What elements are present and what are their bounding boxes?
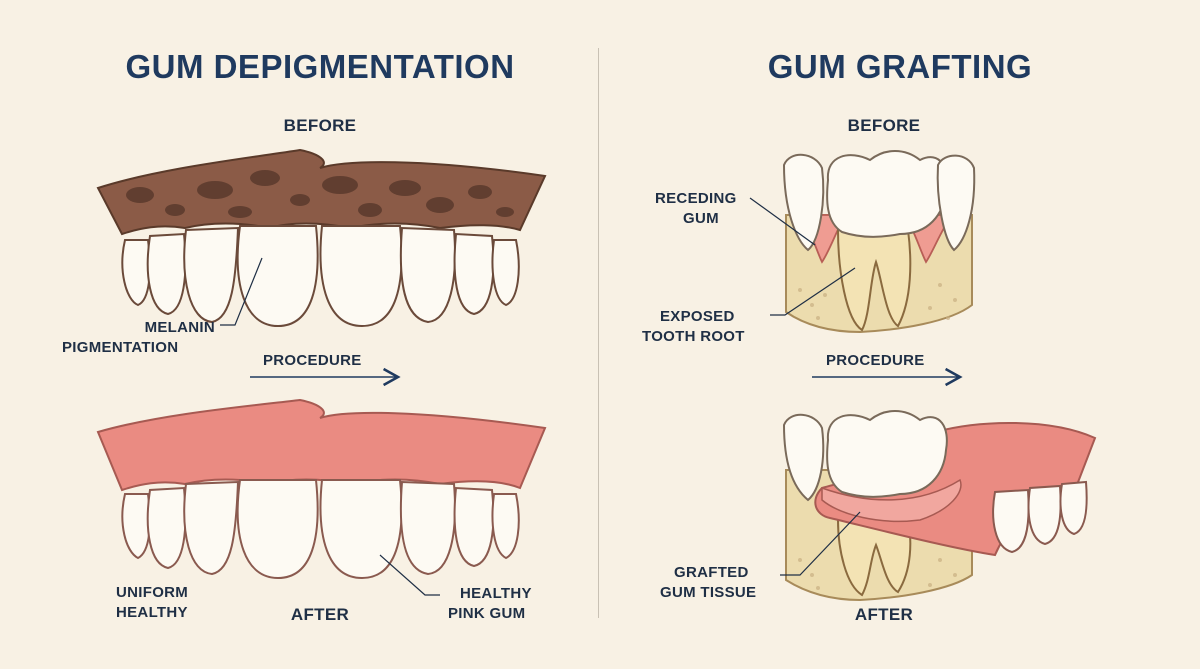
healthy-line2: PINK GUM bbox=[448, 605, 526, 622]
healthy-pink-gum bbox=[96, 398, 547, 492]
melanin-pointer-line bbox=[220, 257, 263, 326]
right-procedure-label: PROCEDURE bbox=[826, 352, 925, 369]
healthy-pink-gum-annotation: HEALTHY PINK GUM bbox=[448, 584, 568, 624]
exposed-root-pointer-line bbox=[770, 267, 856, 316]
uniform-line1: UNIFORM bbox=[116, 584, 189, 601]
receding-gum-annotation: RECEDING GUM bbox=[655, 189, 775, 229]
side-teeth-after bbox=[992, 480, 1088, 554]
title-gum-depigmentation: GUM DEPIGMENTATION bbox=[125, 48, 515, 85]
left-tooth-before bbox=[782, 153, 825, 252]
receding-pointer-line bbox=[749, 197, 816, 246]
right-after-label: AFTER bbox=[854, 605, 914, 624]
before-pigmented-gum-illustration bbox=[96, 148, 547, 328]
bone-texture-before bbox=[798, 283, 957, 320]
receding-line1: RECEDING bbox=[655, 190, 737, 207]
right-before-label: BEFORE bbox=[847, 116, 921, 135]
grafted-gum-tissue-annotation: GRAFTED GUM TISSUE bbox=[660, 563, 780, 603]
melanin-pigmentation-annotation: MELANIN PIGMENTATION bbox=[60, 318, 215, 358]
receding-line2: GUM bbox=[683, 210, 719, 227]
after-healthy-gum-illustration bbox=[96, 398, 547, 596]
left-after-label: AFTER bbox=[290, 605, 350, 624]
before-receding-gum-illustration bbox=[749, 150, 976, 334]
exposed-tooth-root bbox=[836, 229, 912, 332]
left-before-label: BEFORE bbox=[283, 116, 357, 135]
graft-tissue-highlight bbox=[821, 478, 962, 523]
left-tooth-after bbox=[782, 413, 825, 502]
uniform-line2: HEALTHY bbox=[116, 604, 188, 621]
molar-crown-before bbox=[826, 150, 948, 238]
healthy-pink-pointer-line bbox=[379, 554, 440, 596]
grafted-line2: GUM TISSUE bbox=[660, 584, 757, 601]
title-gum-grafting: GUM GRAFTING bbox=[767, 48, 1033, 85]
panel-divider bbox=[598, 48, 599, 618]
melanin-line2: PIGMENTATION bbox=[62, 339, 179, 356]
healthy-line1: HEALTHY bbox=[460, 585, 532, 602]
grafted-line1: GRAFTED bbox=[674, 564, 749, 581]
roots-after bbox=[836, 519, 912, 597]
after-grafted-gum-illustration bbox=[780, 410, 1097, 602]
exposed-tooth-root-annotation: EXPOSED TOOTH ROOT bbox=[642, 307, 772, 347]
molar-crown-after bbox=[826, 410, 948, 498]
upper-teeth-before bbox=[121, 225, 520, 328]
upper-teeth-after bbox=[121, 479, 520, 580]
bone-texture-after bbox=[798, 558, 957, 590]
exposed-line2: TOOTH ROOT bbox=[642, 328, 745, 345]
melanin-spots bbox=[126, 170, 514, 218]
left-procedure-label: PROCEDURE bbox=[263, 352, 362, 369]
right-tooth-before bbox=[936, 154, 976, 252]
melanin-line1: MELANIN bbox=[144, 319, 215, 336]
pigmented-gum bbox=[96, 148, 547, 236]
exposed-line1: EXPOSED bbox=[660, 308, 735, 325]
grafted-pointer-line bbox=[780, 511, 861, 576]
uniform-healthy-annotation: UNIFORM HEALTHY bbox=[116, 583, 256, 623]
